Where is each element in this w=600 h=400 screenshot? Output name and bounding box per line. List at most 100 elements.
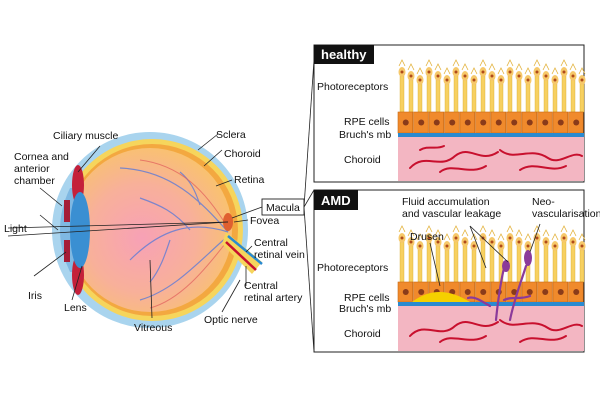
photoreceptor-cell	[489, 79, 495, 113]
photoreceptor-cell	[399, 241, 405, 283]
photoreceptor-cell	[471, 83, 477, 113]
rpe-nucleus	[418, 289, 425, 295]
label-iris: Iris	[28, 290, 42, 302]
photoreceptor-nucleus	[562, 70, 566, 74]
label-light: Light	[4, 223, 27, 235]
rpe-nucleus	[542, 289, 549, 295]
amd-label-neo: Neo-vascularisation	[532, 196, 600, 220]
photoreceptor-nucleus	[454, 70, 458, 74]
rpe-nucleus	[402, 119, 409, 126]
photoreceptor-cell	[534, 241, 540, 283]
rpe-nucleus	[557, 119, 564, 126]
rpe-nucleus	[542, 119, 549, 126]
rpe-nucleus	[511, 119, 518, 126]
eyeball	[52, 132, 248, 328]
photoreceptor-cell	[435, 79, 441, 113]
healthy-label-bruchs: Bruch's mb	[339, 129, 391, 141]
healthy-rpe-cells	[397, 111, 584, 134]
photoreceptor-cell	[570, 79, 576, 113]
amd-rpe-cells	[397, 281, 584, 303]
photoreceptor-cell	[480, 75, 486, 113]
rpe-nucleus	[557, 289, 564, 295]
photoreceptor-nucleus	[472, 78, 476, 82]
photoreceptor-cell	[444, 83, 450, 113]
photoreceptor-cell	[525, 83, 531, 113]
photoreceptor-nucleus	[499, 244, 503, 248]
rpe-nucleus	[573, 289, 580, 295]
label-choroid: Choroid	[224, 148, 261, 160]
rpe-nucleus	[433, 119, 440, 126]
photoreceptor-cell	[453, 241, 459, 283]
photoreceptor-nucleus	[508, 236, 512, 240]
photoreceptor-nucleus	[499, 78, 503, 82]
photoreceptor-cell	[552, 249, 558, 283]
photoreceptor-cell	[516, 245, 522, 283]
healthy-choroid	[398, 137, 584, 181]
healthy-choroid-vessels	[409, 145, 583, 173]
rpe-nucleus	[480, 119, 487, 126]
light-ray	[7, 214, 229, 237]
photoreceptor-cell	[408, 79, 414, 113]
photoreceptor-nucleus	[445, 244, 449, 248]
healthy-label-choroid: Choroid	[344, 154, 381, 166]
photoreceptor-cell	[561, 75, 567, 113]
photoreceptor-cell	[417, 249, 423, 283]
healthy-panel: healthy Photoreceptors RPE cells Bruch's…	[313, 44, 586, 183]
photoreceptor-nucleus	[454, 236, 458, 240]
photoreceptor-nucleus	[409, 74, 413, 78]
lens	[70, 192, 90, 268]
photoreceptor-nucleus	[427, 70, 431, 74]
photoreceptor-cell	[444, 249, 450, 283]
photoreceptor-nucleus	[472, 244, 476, 248]
rpe-nucleus	[573, 119, 580, 126]
amd-label-bruchs: Bruch's mb	[339, 303, 391, 315]
label-ciliary-muscle: Ciliary muscle	[53, 130, 119, 142]
photoreceptor-nucleus	[544, 74, 548, 78]
photoreceptor-nucleus	[544, 240, 548, 244]
photoreceptor-nucleus	[409, 240, 413, 244]
photoreceptor-cell	[579, 249, 585, 283]
rpe-nucleus	[495, 119, 502, 126]
rpe-nucleus	[480, 289, 487, 295]
photoreceptor-cell	[417, 83, 423, 113]
rpe-nucleus	[526, 289, 533, 295]
photoreceptor-nucleus	[535, 70, 539, 74]
photoreceptor-cell	[543, 79, 549, 113]
photoreceptor-cell	[462, 245, 468, 283]
photoreceptor-cell	[570, 245, 576, 283]
photoreceptor-cell	[426, 75, 432, 113]
label-retina: Retina	[234, 174, 265, 186]
photoreceptor-cell	[534, 75, 540, 113]
photoreceptor-cell	[471, 249, 477, 283]
photoreceptor-nucleus	[463, 240, 467, 244]
amd-choroid-vessels	[409, 319, 583, 343]
photoreceptor-cell	[579, 83, 585, 113]
healthy-label-photoreceptors: Photoreceptors	[317, 81, 388, 93]
photoreceptor-cell	[480, 241, 486, 283]
label-optic-nerve: Optic nerve	[204, 314, 258, 326]
healthy-bruchs-membrane	[398, 133, 584, 137]
photoreceptor-nucleus	[562, 236, 566, 240]
label-macula: Macula	[266, 202, 300, 214]
label-sclera: Sclera	[216, 129, 246, 141]
healthy-title: healthy	[321, 47, 367, 62]
healthy-label-rpe: RPE cells	[344, 116, 390, 128]
label-vitreous: Vitreous	[134, 322, 172, 334]
photoreceptor-cell	[552, 83, 558, 113]
photoreceptor-cell	[516, 79, 522, 113]
photoreceptor-nucleus	[580, 244, 584, 248]
photoreceptor-nucleus	[553, 78, 557, 82]
amd-label-choroid: Choroid	[344, 328, 381, 340]
photoreceptor-nucleus	[580, 78, 584, 82]
neovascularisation	[466, 264, 532, 322]
photoreceptor-cell	[489, 245, 495, 283]
photoreceptor-cell	[561, 241, 567, 283]
photoreceptor-nucleus	[526, 244, 530, 248]
amd-label-drusen: Drusen	[410, 231, 444, 243]
photoreceptor-nucleus	[445, 78, 449, 82]
photoreceptor-nucleus	[517, 74, 521, 78]
amd-label-photoreceptors: Photoreceptors	[317, 262, 388, 274]
